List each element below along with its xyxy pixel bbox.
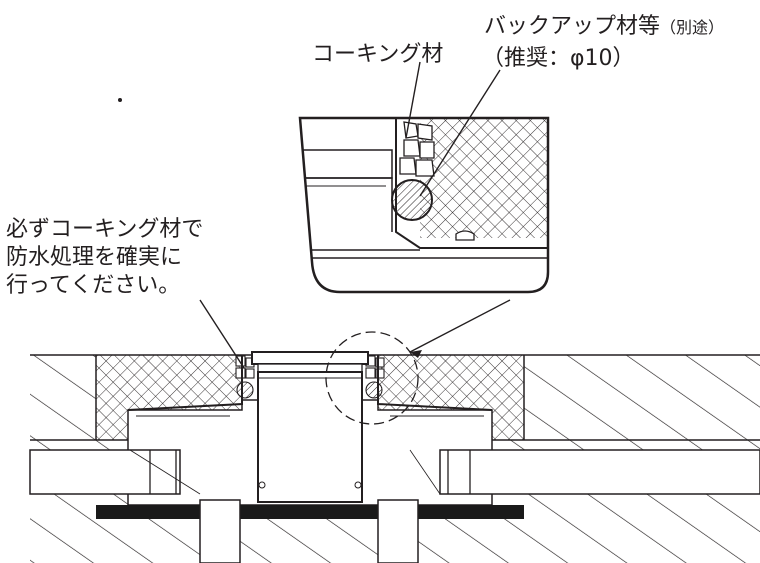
- insulation-left: [96, 355, 242, 410]
- insulation-right: [378, 355, 524, 410]
- detail-insulation: [420, 118, 548, 238]
- detail-marker-circle: [325, 331, 419, 425]
- fixture-body: [251, 351, 369, 503]
- support-left: [199, 499, 241, 563]
- note-line-3: 行ってください。: [6, 273, 181, 298]
- label-backup-recommend: （推奨：φ10）: [482, 46, 635, 71]
- label-caulking: コーキング材: [312, 42, 444, 67]
- caution-note: 必ずコーキング材で 防水処理を確実に 行ってください。: [6, 216, 203, 300]
- detail-caulking-cells: [399, 121, 435, 177]
- pipe-left: [29, 449, 181, 495]
- detail-outline: [298, 116, 550, 294]
- support-right: [377, 499, 419, 563]
- note-line-1: 必ずコーキング材で: [6, 217, 204, 242]
- left-slab: [30, 355, 96, 440]
- label-backup-separate: （別途）: [660, 18, 725, 37]
- base-pad: [96, 505, 524, 519]
- right-slab: [524, 355, 760, 440]
- pipe-right: [439, 449, 760, 495]
- label-backup-main: バックアップ材等: [484, 14, 661, 39]
- label-backup-material: バックアップ材等（別途）: [484, 8, 724, 40]
- note-line-2: 防水処理を確実に: [6, 245, 183, 270]
- detail-callout: [300, 118, 548, 292]
- leader-lines: [199, 61, 511, 369]
- main-section: [29, 351, 760, 563]
